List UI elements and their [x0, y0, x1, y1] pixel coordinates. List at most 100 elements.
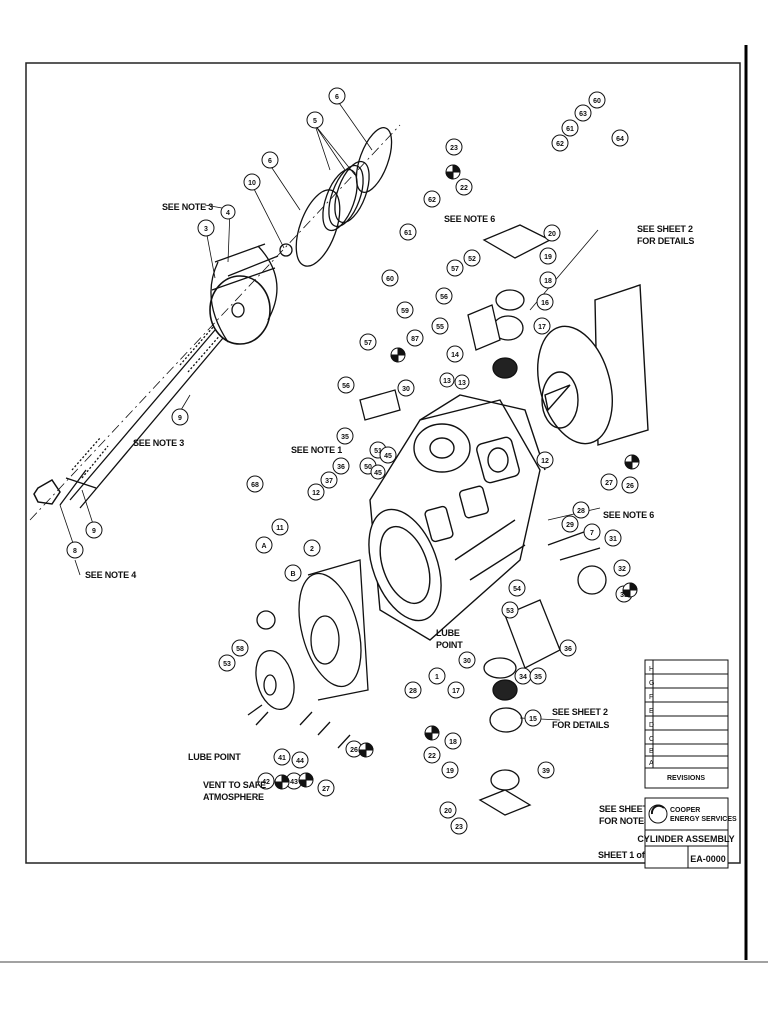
svg-text:35: 35 — [534, 674, 542, 681]
balloon-29: 29 — [561, 515, 579, 533]
note-see-sheet-2-mid-1: SEE SHEET 2 — [552, 707, 608, 717]
svg-text:13: 13 — [458, 380, 466, 387]
svg-text:C: C — [649, 736, 654, 743]
svg-text:8: 8 — [73, 548, 77, 555]
balloon-56: 56 — [337, 376, 355, 394]
balloon-87: 87 — [406, 329, 424, 347]
svg-text:36: 36 — [337, 464, 345, 471]
svg-text:22: 22 — [460, 185, 468, 192]
svg-text:18: 18 — [449, 739, 457, 746]
note-see-note-1: SEE NOTE 1 — [291, 445, 342, 455]
svg-text:1: 1 — [435, 674, 439, 681]
svg-text:64: 64 — [616, 136, 624, 143]
balloon-36: 36 — [332, 457, 350, 475]
balloon-9-rod: 9 — [171, 408, 189, 426]
balloon-34: 34 — [514, 667, 532, 685]
svg-text:D: D — [649, 722, 654, 729]
balloon-54: 54 — [508, 579, 526, 597]
note-lube-1: LUBE — [436, 628, 460, 638]
balloon-31: 31 — [604, 529, 622, 547]
balloon-63: 63 — [574, 104, 592, 122]
svg-text:68: 68 — [251, 482, 259, 489]
svg-text:26: 26 — [626, 483, 634, 490]
distance-piece — [537, 284, 649, 446]
svg-text:18: 18 — [544, 278, 552, 285]
balloon-30-upper: 30 — [397, 379, 415, 397]
svg-text:19: 19 — [446, 768, 454, 775]
head-end-assembly — [247, 559, 369, 749]
svg-text:54: 54 — [513, 586, 521, 593]
balloon-6: 6 — [261, 151, 279, 169]
svg-text:19: 19 — [544, 254, 552, 261]
drawing-frame — [25, 62, 741, 864]
note-see-note-4: SEE NOTE 4 — [85, 570, 136, 580]
svg-text:29: 29 — [566, 522, 574, 529]
svg-text:56: 56 — [342, 383, 350, 390]
balloon-9: 9 — [85, 521, 103, 539]
company-line-1: COOPER — [670, 807, 700, 814]
balloon-22-top: 22 — [455, 178, 473, 196]
svg-text:23: 23 — [455, 824, 463, 831]
svg-text:9: 9 — [92, 528, 96, 535]
svg-text:A: A — [649, 760, 654, 767]
balloon-23-top: 23 — [445, 138, 463, 156]
balloon-44: 44 — [291, 751, 309, 769]
svg-text:15: 15 — [529, 716, 537, 723]
svg-text:5: 5 — [313, 118, 317, 125]
balloon-37: 37 — [320, 471, 338, 489]
balloon-3: 3 — [197, 219, 215, 237]
balloon-26: 26 — [621, 476, 639, 494]
title-block — [644, 659, 729, 869]
revisions-label: REVISIONS — [667, 775, 705, 782]
note-see-note-6-top: SEE NOTE 6 — [444, 214, 495, 224]
svg-text:39: 39 — [542, 768, 550, 775]
drawing-title: CYLINDER ASSEMBLY — [637, 834, 734, 844]
svg-text:60: 60 — [386, 276, 394, 283]
section-symbols — [274, 164, 640, 790]
balloon-14: 14 — [446, 345, 464, 363]
note-see-sheet-2-top-2: FOR DETAILS — [637, 236, 694, 246]
svg-text:55: 55 — [436, 324, 444, 331]
svg-text:63: 63 — [579, 111, 587, 118]
svg-text:57: 57 — [451, 266, 459, 273]
svg-text:53: 53 — [223, 661, 231, 668]
svg-text:H: H — [649, 666, 654, 673]
svg-text:56: 56 — [440, 294, 448, 301]
svg-text:42: 42 — [262, 779, 270, 786]
company-line-2: ENERGY SERVICES — [670, 816, 737, 823]
balloon-32: 32 — [613, 559, 631, 577]
balloon-53-right: 53 — [501, 601, 519, 619]
svg-text:27: 27 — [605, 480, 613, 487]
balloon-13a: 13 — [439, 372, 455, 388]
balloon-16: 16 — [536, 293, 554, 311]
svg-text:11: 11 — [276, 525, 284, 532]
balloon-A: A — [255, 536, 273, 554]
balloon-35: 35 — [529, 667, 547, 685]
svg-text:35: 35 — [341, 434, 349, 441]
svg-text:16: 16 — [541, 300, 549, 307]
note-see-sheet-2-mid-2: FOR DETAILS — [552, 720, 609, 730]
balloon-1: 1 — [428, 667, 446, 685]
balloon-19-lower: 19 — [441, 761, 459, 779]
valve-assemblies — [359, 224, 607, 816]
balloon-6-top: 6 — [328, 87, 346, 105]
note-see-note-3-rod: SEE NOTE 3 — [133, 438, 184, 448]
balloon-64: 64 — [611, 129, 629, 147]
svg-text:28: 28 — [409, 688, 417, 695]
svg-text:F: F — [649, 694, 653, 701]
title-block-text: H G F E D C B A REVISIONS COOPER ENERGY … — [637, 666, 737, 864]
balloon-45: 45 — [379, 446, 397, 464]
balloon-55: 55 — [431, 317, 449, 335]
balloon-36-right: 36 — [559, 639, 577, 657]
balloon-42: 42 — [257, 772, 275, 790]
balloon-17-lower: 17 — [447, 681, 465, 699]
svg-text:51: 51 — [374, 448, 382, 455]
svg-text:59: 59 — [401, 308, 409, 315]
balloon-22-lower: 22 — [423, 746, 441, 764]
note-lube-point-left: LUBE POINT — [188, 752, 241, 762]
svg-text:E: E — [649, 708, 654, 715]
balloon-39: 39 — [537, 761, 555, 779]
note-lube-2: POINT — [436, 640, 463, 650]
svg-text:12: 12 — [312, 490, 320, 497]
